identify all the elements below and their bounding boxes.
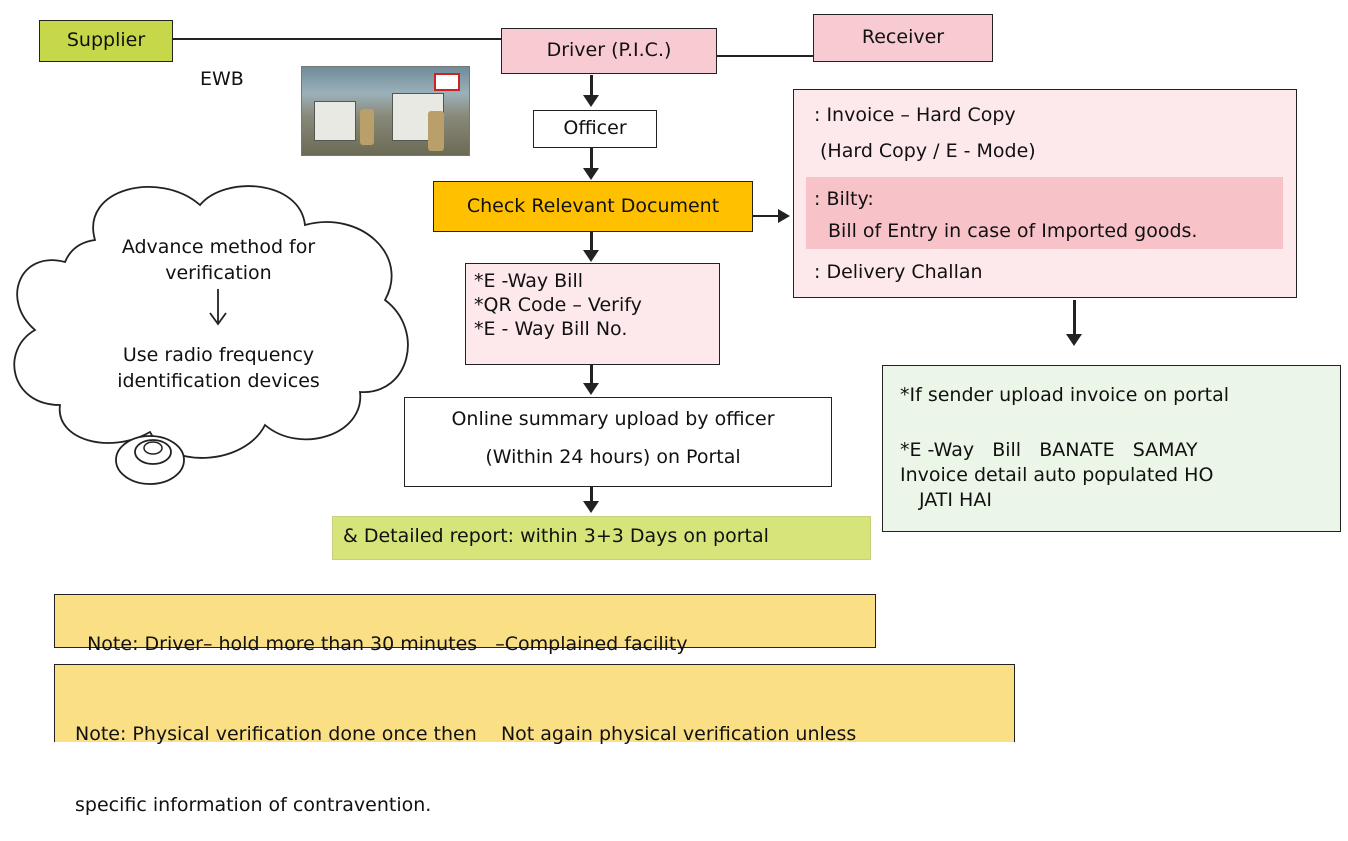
bill-entry-line: Bill of Entry in case of Imported goods. [828, 220, 1198, 242]
portal-line2: *E -Way Bill BANATE SAMAY [900, 439, 1198, 461]
challan-line: : Delivery Challan [814, 261, 983, 283]
arrowhead-driver-officer [583, 95, 599, 107]
supplier-driver-connector [172, 38, 502, 40]
check-document-label: Check Relevant Document [466, 194, 720, 217]
documents-box: : Invoice – Hard Copy (Hard Copy / E - M… [793, 89, 1297, 298]
qrcode-line: *QR Code – Verify [474, 293, 642, 316]
arrowhead-online-detailed [583, 501, 599, 513]
arrowhead-ewaybill-online [583, 383, 599, 395]
note-driver-hold-text: Note: Driver– hold more than 30 minutes … [87, 632, 688, 655]
portal-line3: Invoice detail auto populated HO [900, 464, 1214, 486]
bilty-line: : Bilty: [814, 188, 874, 210]
portal-info-box: *If sender upload invoice on portal *E -… [882, 365, 1341, 532]
mode-line: (Hard Copy / E - Mode) [820, 140, 1036, 162]
cloud-line4: identification devices [117, 370, 320, 392]
note-physical-line2: specific information of contravention. [75, 793, 432, 816]
officer-figure-2 [428, 111, 444, 151]
online-summary-line2: (Within 24 hours) on Portal [485, 445, 741, 468]
receiver-label: Receiver [861, 26, 945, 49]
check-document-box: Check Relevant Document [433, 181, 753, 232]
driver-box: Driver (P.I.C.) [501, 28, 717, 74]
portal-line4: JATI HAI [919, 489, 992, 511]
online-summary-line1: Online summary upload by officer [451, 408, 775, 430]
cloud-bubble-small [143, 441, 163, 455]
detailed-report-label: & Detailed report: within 3+3 Days on po… [343, 525, 769, 547]
officer-label: Officer [563, 117, 627, 140]
arrow-docs-portal [1073, 300, 1076, 336]
note-physical-line1: Note: Physical verification done once th… [75, 722, 857, 745]
arrowhead-officer-check [583, 168, 599, 180]
invoice-line: : Invoice – Hard Copy [814, 104, 1016, 126]
detailed-report-box: & Detailed report: within 3+3 Days on po… [332, 516, 871, 560]
arrowhead-docs-portal [1066, 334, 1082, 346]
cloud-line3: Use radio frequency [122, 344, 315, 366]
portal-line1: *If sender upload invoice on portal [900, 384, 1230, 406]
cloud-line2: verification [165, 262, 272, 284]
driver-label: Driver (P.I.C.) [546, 39, 672, 62]
arrow-online-detailed [590, 487, 593, 503]
arrowhead-check-docs [778, 209, 790, 223]
cloud-callout [13, 185, 409, 485]
ewaybill-line: *E -Way Bill [474, 270, 583, 292]
officer-figure [360, 109, 374, 145]
cloud-down-arrow-icon [209, 289, 227, 326]
ewaybill-no-line: *E - Way Bill No. [474, 317, 628, 340]
receiver-box: Receiver [813, 14, 993, 62]
truck-left [314, 101, 356, 141]
note-physical-verification: Note: Physical verification done once th… [54, 664, 1015, 816]
online-summary-box: Online summary upload by officer (Within… [404, 397, 832, 487]
officer-box: Officer [533, 110, 657, 148]
arrow-officer-check [590, 148, 593, 170]
cloud-line1: Advance method for [121, 236, 316, 258]
driver-receiver-connector [716, 55, 814, 57]
arrow-check-ewaybill [590, 232, 593, 252]
arrow-check-docs [752, 215, 780, 217]
arrowhead-check-ewaybill [583, 250, 599, 262]
ewaybill-box: *E -Way Bill *QR Code – Verify *E - Way … [465, 263, 720, 365]
checkpoint-photo [301, 66, 470, 156]
sign-board [434, 73, 460, 91]
note-driver-hold: Note: Driver– hold more than 30 minutes … [54, 594, 876, 655]
ewb-label: EWB [200, 68, 244, 90]
supplier-label: Supplier [66, 29, 146, 52]
supplier-box: Supplier [39, 20, 173, 62]
arrow-driver-officer [590, 75, 593, 97]
bilty-band [806, 177, 1283, 249]
arrow-ewaybill-online [590, 365, 593, 385]
